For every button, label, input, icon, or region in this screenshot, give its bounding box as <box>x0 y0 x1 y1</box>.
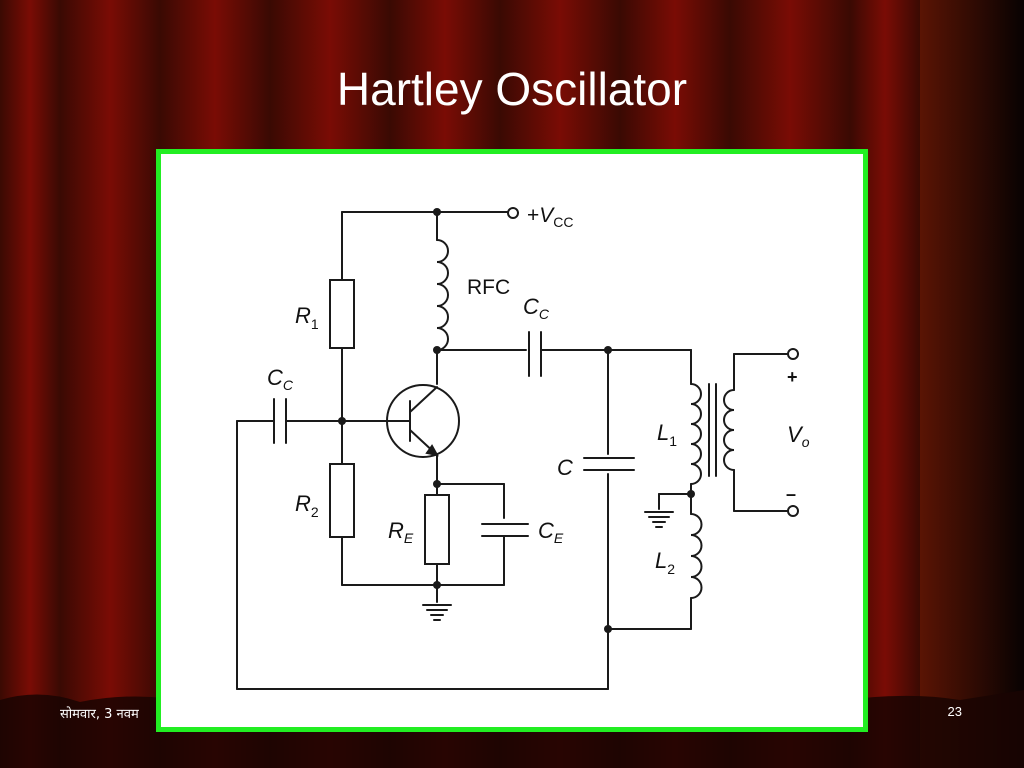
junction-dots <box>338 208 695 633</box>
inductor-l1 <box>690 383 702 515</box>
slide-title: Hartley Oscillator <box>336 63 688 115</box>
vcc-label: +VCC <box>527 204 574 230</box>
emitter-node-wire <box>436 483 505 519</box>
l2-label: L2 <box>655 548 675 577</box>
l1-label: L1 <box>657 420 677 449</box>
capacitor-ce <box>481 523 529 586</box>
cc-collector-label: CC <box>523 294 550 322</box>
re-label: RE <box>388 518 414 546</box>
capacitor-cc-collector <box>528 331 692 377</box>
hartley-oscillator-circuit: +VCC RFC CC R1 CC R2 RE CE C L1 L2 Vo + … <box>236 204 810 690</box>
inductor-l2 <box>690 513 703 601</box>
resistor-r2 <box>329 463 355 586</box>
vcc-terminal <box>507 207 519 219</box>
output-terminal-minus <box>787 505 799 517</box>
secondary-winding <box>723 353 789 512</box>
slide-number: 23 <box>947 704 962 719</box>
tank-capacitor-c <box>583 349 635 630</box>
vo-label: Vo <box>787 422 810 450</box>
tank-rails <box>607 349 692 630</box>
resistor-re <box>424 483 450 586</box>
output-minus-label: – <box>786 484 796 504</box>
rfc-choke <box>436 211 449 385</box>
r2-label: R2 <box>295 491 319 520</box>
circuit-diagram-frame: +VCC RFC CC R1 CC R2 RE CE C L1 L2 Vo + … <box>156 149 868 732</box>
r1-label: R1 <box>295 303 319 332</box>
center-tap-wire <box>658 493 692 510</box>
feedback-loop-wire <box>236 420 609 690</box>
resistor-r1 <box>329 211 355 465</box>
cc-base-label: CC <box>267 365 294 393</box>
ground-symbol-emitter <box>422 604 452 621</box>
output-terminal-plus <box>787 348 799 360</box>
emitter-ground-rail <box>341 584 505 603</box>
capacitor-cc-base <box>236 398 343 444</box>
ground-symbol-tap <box>644 511 674 528</box>
rfc-label: RFC <box>467 276 510 299</box>
tank-c-label: C <box>557 455 573 480</box>
transformer-core <box>708 383 717 477</box>
ce-label: CE <box>538 518 564 546</box>
npn-transistor <box>341 384 460 485</box>
footer-date: सोमवार, 3 नवम <box>60 707 139 722</box>
output-plus-label: + <box>787 367 798 387</box>
